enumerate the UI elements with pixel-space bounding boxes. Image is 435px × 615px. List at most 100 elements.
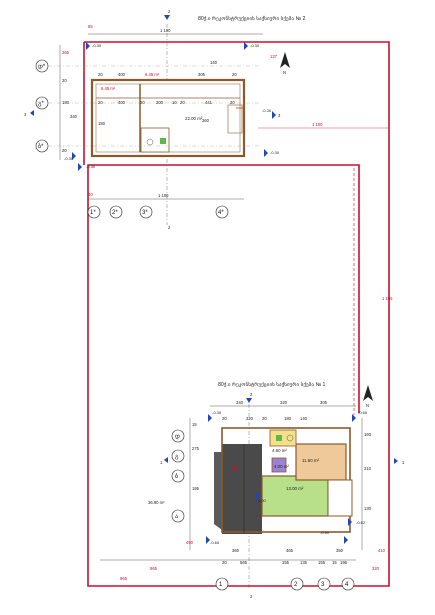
top-axis-2: 2*	[112, 210, 118, 216]
bottom-left-vdim-2: 195	[192, 486, 200, 491]
bottom-left-vdim-3: 490	[186, 540, 194, 545]
bottom-dim-b2-6: 196	[340, 560, 348, 565]
top-dim-r1-1: 400	[118, 72, 126, 77]
bottom-dim-top-0: 340	[236, 400, 244, 405]
bottom-level-markers: -0.30 -0.60 -0.60 -0.62 0.00 -0.60	[206, 410, 368, 545]
bottom-right-vdim-1: 310	[364, 466, 372, 471]
bottom-axis-b: ბ	[175, 472, 178, 480]
bottom-dim-b1-1: 465	[286, 548, 294, 553]
bottom-dim-b2-0: 20	[222, 560, 227, 565]
bottom-right-vdim-0: 160	[364, 432, 372, 437]
bottom-dim-top2-4: 140	[300, 416, 308, 421]
bottom-dim-b2-5: 15	[332, 560, 337, 565]
bottom-left-vdim-0: 15	[192, 422, 197, 427]
top-room-area: 22.00 m²	[185, 116, 203, 121]
site-dim-bottom: 965	[120, 576, 128, 581]
bottom-dim-top2-3: 180	[284, 416, 292, 421]
svg-text:-0.30: -0.30	[270, 150, 280, 155]
top-north-arrow-icon: N	[280, 52, 290, 75]
bottom-room-area-1: 13.00 m²	[286, 486, 304, 491]
top-left-vdim-0: 265	[62, 50, 70, 55]
bottom-right-vdim-2: 130	[364, 506, 372, 511]
top-dim-r1-0: 20	[98, 72, 103, 77]
bottom-dim-right-edge: 320	[372, 566, 380, 571]
top-left-vdim-4: 20	[62, 148, 67, 153]
top-dim-total-bottom: 1 100	[158, 193, 169, 198]
bottom-dim-top2-1: 320	[246, 416, 254, 421]
svg-text:-0.30: -0.30	[64, 156, 74, 161]
top-right-vdim-2: 140	[210, 60, 218, 65]
bottom-room-area-2: 4.60 m²	[272, 448, 287, 453]
bottom-section-mark-bottom: 2	[250, 594, 253, 599]
bottom-dim-top-1: 320	[280, 400, 288, 405]
top-right-vdim-0: 137	[270, 54, 278, 59]
bottom-area-left: 36.90 m²	[148, 500, 165, 505]
top-dim-r2-3: 200	[156, 100, 164, 105]
svg-text:-0.62: -0.62	[356, 520, 366, 525]
top-section-mark-bottom: 2	[168, 225, 171, 230]
bottom-dim-b2-2: 155	[282, 560, 290, 565]
bottom-dim-top2-2: 20	[262, 416, 267, 421]
bottom-axis-1: 1	[219, 582, 223, 588]
bottom-plan-title: 80ქ.ი რეკონსტრუქციის საქსიური სქემა № 1	[218, 381, 325, 388]
bottom-room-purple	[271, 457, 287, 473]
bottom-axes-left: დ გ ბ ა	[171, 429, 185, 523]
top-dim-left-edge: 30	[88, 192, 93, 197]
top-dim-r2-4: 10	[172, 100, 177, 105]
bottom-room-green	[261, 475, 329, 517]
top-section-mark: 2	[168, 9, 171, 14]
svg-text:N: N	[366, 403, 369, 408]
bottom-wc-toilet	[286, 434, 294, 442]
bottom-axis-2: 2	[294, 582, 298, 588]
bottom-axis-a: ა	[175, 514, 178, 520]
top-axes-left: დ* გ* ბ*	[35, 59, 260, 153]
top-dim-total: 1 100	[160, 28, 171, 33]
bottom-section-side-left: 1	[160, 460, 163, 465]
bottom-wc-fixture	[276, 435, 282, 441]
site-boundary	[84, 41, 390, 587]
bottom-room-dark-ext	[214, 452, 222, 530]
top-level-markers: -0.30 -0.30 -0.30 -0.30 -0.30 -0.30	[64, 42, 280, 171]
top-dim-r2-6: 441	[205, 100, 213, 105]
top-door-right	[227, 104, 243, 134]
top-wc-fixture	[160, 138, 166, 144]
bottom-plan: 80ქ.ი რეკონსტრუქციის საქსიური სქემა № 1 …	[100, 381, 405, 599]
svg-text:-0.30: -0.30	[262, 108, 272, 113]
bottom-dim-top2-0: 20	[222, 416, 227, 421]
bottom-section-arrow-right	[394, 458, 398, 464]
top-dim-r1-2: 6.45 m²	[145, 72, 160, 77]
top-section-side-right: 3	[278, 113, 281, 118]
bottom-dim-b1-2: 350	[336, 548, 344, 553]
top-left-vdim-3: 340	[70, 114, 78, 119]
bottom-section-mark: 2	[250, 392, 253, 397]
svg-text:-0.30: -0.30	[250, 43, 260, 48]
bottom-section-side-right: 1	[402, 460, 405, 465]
bottom-dim-b2-3: 135	[300, 560, 308, 565]
bottom-dim-top-2: 305	[320, 400, 328, 405]
bottom-right-vdim-3: 410	[378, 548, 386, 553]
bottom-axis-3: 3	[321, 582, 325, 588]
top-dim-r2-5: 20	[180, 100, 185, 105]
bottom-porch	[327, 479, 353, 517]
bottom-room-yellow	[269, 429, 297, 447]
top-plan-title: 80ქ.ი რეკონსტრუქციის საქსიური სქემა № 2	[198, 15, 305, 22]
top-left-vdim-2: 180	[62, 100, 70, 105]
svg-text:-0.30: -0.30	[212, 410, 222, 415]
top-right-vdim-1: 360	[202, 118, 210, 123]
bottom-left-vdim-1: 275	[192, 446, 200, 451]
bottom-axis-d: დ	[175, 434, 180, 440]
bottom-axis-g: გ	[175, 454, 179, 460]
top-dim-r1-4: 20	[232, 72, 237, 77]
top-axis-d: დ*	[38, 64, 46, 70]
top-section-arrow	[164, 15, 170, 20]
top-room-area-left: 6.45 m²	[101, 86, 116, 91]
bottom-room-area-3: 4.00 m²	[274, 464, 289, 469]
bottom-room-area-0: 11.50 m²	[302, 458, 320, 463]
bottom-room-tan	[295, 443, 347, 481]
svg-text:0.00: 0.00	[258, 498, 267, 503]
svg-text:N: N	[283, 70, 286, 75]
bottom-dim-b1-0: 360	[232, 548, 240, 553]
top-axes-bottom: 1* 2* 3* 4*	[87, 205, 229, 219]
svg-text:-0.30: -0.30	[86, 164, 96, 169]
